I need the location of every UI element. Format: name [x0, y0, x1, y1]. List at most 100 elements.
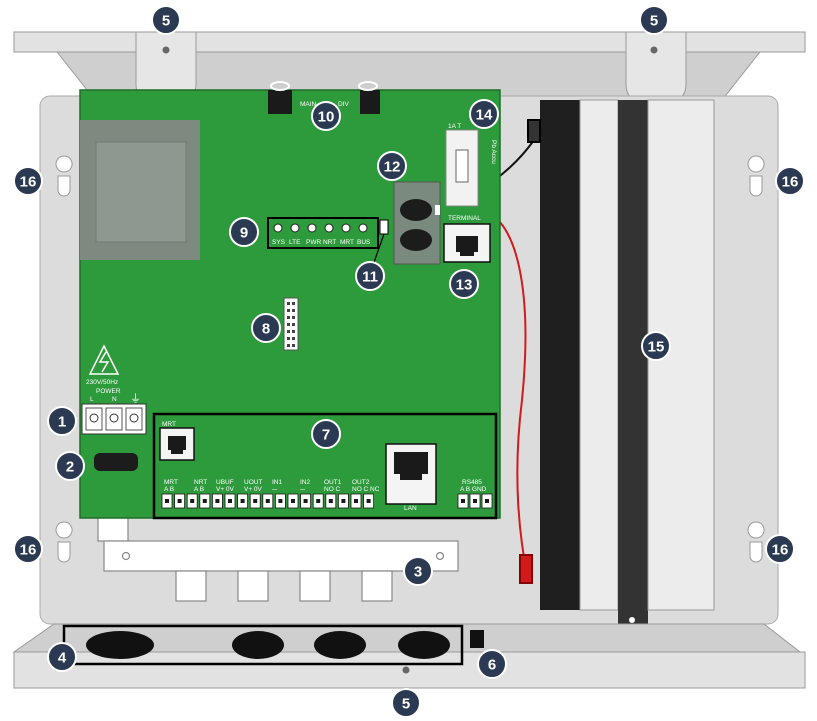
fuse-holder: 1A T Pb Accu	[445, 123, 497, 207]
screw-terminal	[85, 407, 103, 431]
svg-text:5: 5	[162, 13, 170, 30]
header-pin	[287, 323, 290, 326]
callout-5: 5	[151, 5, 181, 35]
header-pin	[287, 337, 290, 340]
led-icon	[324, 223, 334, 233]
callout-9: 9	[229, 217, 259, 247]
lan-label: LAN	[404, 505, 417, 512]
io-group-pins: A B	[164, 486, 174, 493]
bottom-flange	[12, 623, 806, 689]
power-n-label: N	[112, 396, 117, 403]
svg-text:8: 8	[262, 321, 270, 338]
io-group-pins: ⏤	[272, 486, 278, 493]
io-group-label: UBUF	[216, 479, 234, 486]
screw-icon	[89, 413, 99, 423]
svg-text:16: 16	[782, 174, 799, 191]
svg-text:15: 15	[648, 339, 665, 356]
main-label: MAIN	[300, 101, 317, 108]
power-l-label: L	[90, 396, 94, 403]
callout-16: 16	[775, 166, 805, 196]
callout-8: 8	[251, 313, 281, 343]
accu-label: Pb Accu	[490, 140, 497, 164]
keyhole-mount-icon	[55, 155, 765, 563]
io-group-pins: NO C NC	[352, 486, 380, 493]
svg-text:9: 9	[240, 225, 248, 242]
led-icon	[358, 223, 368, 233]
svg-text:16: 16	[20, 174, 37, 191]
led-label: LTE	[289, 239, 301, 246]
led-icon	[307, 223, 317, 233]
io-group-pins: V+ 0V	[216, 486, 235, 493]
led-label: BUS	[357, 239, 371, 246]
screw-icon	[109, 413, 119, 423]
callout-5: 5	[391, 688, 421, 718]
svg-text:10: 10	[318, 109, 335, 126]
cable-tie-bracket	[97, 516, 459, 602]
io-group-label: NRT	[194, 479, 207, 486]
io-group-label: MRT	[164, 479, 178, 486]
svg-text:5: 5	[402, 696, 410, 713]
io-group-pins: NO C	[324, 486, 341, 493]
io-group-label: OUT1	[324, 479, 342, 486]
callout-13: 13	[449, 269, 479, 299]
battery	[540, 99, 715, 628]
io-group-pins: V+ 0V	[244, 486, 263, 493]
svg-text:11: 11	[362, 269, 378, 286]
callout-16: 16	[13, 166, 43, 196]
svg-text:4: 4	[58, 650, 67, 667]
svg-text:7: 7	[322, 427, 330, 444]
io-group-pins: A B	[194, 486, 204, 493]
callout-16: 16	[765, 534, 795, 564]
header-pin	[287, 309, 290, 312]
header-pin	[287, 302, 290, 305]
callout-5: 5	[639, 5, 669, 35]
callout-1: 1	[47, 406, 77, 436]
callout-6: 6	[477, 649, 507, 679]
header-pin	[292, 337, 295, 340]
battery-wires	[481, 119, 541, 584]
power-terminal: 230V/50Hz POWER L N ⏚	[81, 344, 147, 435]
header-pin	[292, 316, 295, 319]
cable-grommet	[94, 453, 138, 471]
svg-text:13: 13	[456, 277, 473, 294]
led-icon	[341, 223, 351, 233]
svg-text:5: 5	[650, 13, 658, 30]
callout-3: 3	[403, 556, 433, 586]
callout-16: 16	[13, 534, 43, 564]
rs485-pins: A B GND	[460, 486, 487, 493]
led-label: MRT	[340, 239, 354, 246]
led-label: NRT	[323, 239, 336, 246]
callout-14: 14	[469, 99, 499, 129]
power-switches: MAIN DIV	[268, 81, 380, 114]
svg-text:16: 16	[20, 542, 37, 559]
mrt-label: MRT	[162, 421, 176, 428]
io-group-label: IN2	[300, 479, 311, 486]
screw-terminal	[125, 407, 143, 431]
programming-header	[283, 297, 299, 351]
voltage-label: 230V/50Hz	[86, 379, 118, 386]
svg-text:16: 16	[772, 542, 789, 559]
callout-12: 12	[377, 151, 407, 181]
fuse-label: 1A T	[448, 123, 461, 130]
io-group-label: UOUT	[244, 479, 262, 486]
callout-10: 10	[311, 101, 341, 131]
header-pin	[292, 302, 295, 305]
header-pin	[287, 316, 290, 319]
led-icon	[273, 223, 283, 233]
svg-text:2: 2	[66, 459, 74, 476]
ground-icon: ⏚	[130, 392, 141, 405]
div-label: DIV	[338, 101, 350, 108]
svg-text:6: 6	[488, 657, 496, 674]
svg-text:12: 12	[384, 159, 401, 176]
sim-module	[393, 181, 441, 265]
power-label: POWER	[96, 388, 121, 395]
terminal-port: TERMINAL	[443, 215, 491, 263]
led-icon	[290, 223, 300, 233]
led-label: PWR	[306, 239, 321, 246]
screw-terminal	[105, 407, 123, 431]
header-pin	[292, 309, 295, 312]
rs485-label: RS485	[462, 479, 482, 486]
